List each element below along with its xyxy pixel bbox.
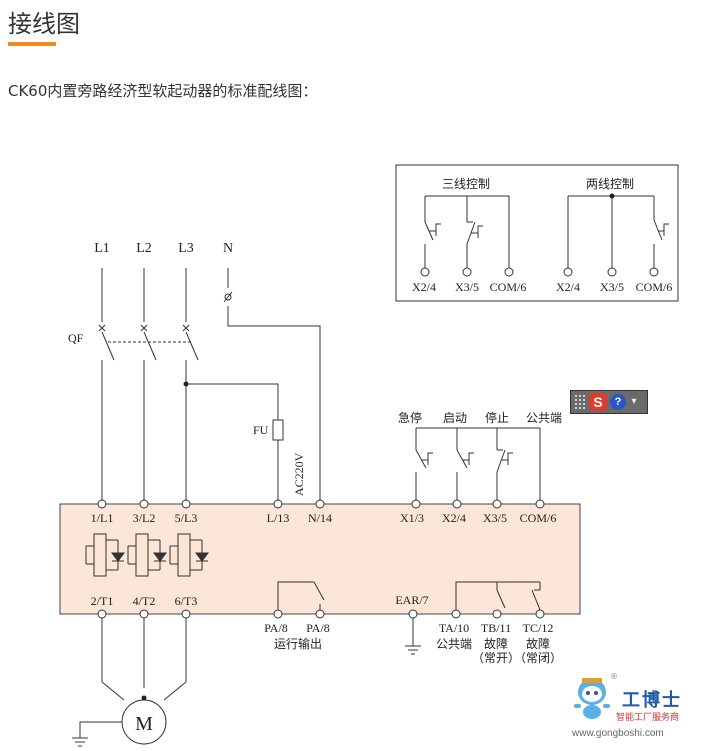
motor-label: M bbox=[135, 713, 153, 735]
terminal-x2-4: X2/4 bbox=[442, 511, 466, 525]
control-mode-inset bbox=[395, 164, 679, 302]
watermark-brand: 工博士 bbox=[622, 690, 682, 711]
two-wire-title: 两线控制 bbox=[586, 177, 634, 191]
terminal-pa8-a: PA/8 bbox=[264, 621, 288, 635]
sogou-s-icon[interactable]: S bbox=[589, 393, 607, 411]
supply-l2: L2 bbox=[136, 241, 152, 256]
terminal-ear-7: EAR/7 bbox=[395, 593, 428, 607]
terminal-1-l1: 1/L1 bbox=[91, 511, 114, 525]
terminal-n14: N/14 bbox=[308, 511, 332, 525]
terminal-x1-3: X1/3 bbox=[400, 511, 424, 525]
terminal-ta-10: TA/10 bbox=[439, 621, 469, 635]
watermark-slogan: 智能工厂服务商 bbox=[616, 713, 680, 723]
robot-mascot-icon bbox=[574, 678, 610, 719]
terminal-4-t2: 4/T2 bbox=[133, 594, 156, 608]
terminal-2-t1: 2/T1 bbox=[91, 594, 114, 608]
button-emergency-stop: 急停 bbox=[398, 410, 422, 425]
terminal-x3-5: X3/5 bbox=[483, 511, 507, 525]
inset-3w-terminal-3: COM/6 bbox=[490, 280, 527, 294]
button-start: 启动 bbox=[443, 411, 467, 425]
fault-common-label: 公共端 bbox=[436, 637, 472, 651]
drag-handle-icon[interactable] bbox=[574, 394, 586, 410]
three-wire-title: 三线控制 bbox=[442, 177, 490, 191]
page-subtitle: CK60内置旁路经济型软起动器的标准配线图： bbox=[8, 82, 318, 100]
terminal-6-t3: 6/T3 bbox=[175, 594, 198, 608]
ime-toolbar[interactable]: S ? ▾ bbox=[570, 390, 648, 414]
inset-2w-terminal-3: COM/6 bbox=[636, 280, 673, 294]
watermark-url: www.gongboshi.com bbox=[572, 728, 664, 739]
normally-closed-label: （常闭） bbox=[514, 651, 562, 665]
page-title: 接线图 bbox=[8, 10, 80, 38]
supply-l3: L3 bbox=[178, 241, 194, 256]
normally-open-label: （常开） bbox=[472, 651, 520, 665]
inset-3w-terminal-1: X2/4 bbox=[412, 280, 436, 294]
inset-2w-terminal-1: X2/4 bbox=[556, 280, 580, 294]
terminal-l13: L/13 bbox=[267, 511, 290, 525]
soft-starter-body bbox=[59, 503, 581, 615]
registered-mark: ® bbox=[610, 672, 618, 681]
supply-n: N bbox=[223, 241, 233, 256]
terminal-3-l2: 3/L2 bbox=[133, 511, 156, 525]
button-common: 公共端 bbox=[526, 411, 562, 425]
terminal-tb-11: TB/11 bbox=[481, 621, 511, 635]
fault-nc-label: 故障 bbox=[526, 636, 550, 651]
fault-no-label: 故障 bbox=[484, 636, 508, 651]
fuse-label: FU bbox=[253, 423, 269, 437]
terminal-tc-12: TC/12 bbox=[523, 621, 554, 635]
breaker-label: QF bbox=[68, 331, 84, 345]
control-voltage-label: AC220V bbox=[292, 452, 306, 496]
watermark-logo: 工博士 智能工厂服务商 www.gongboshi.com ® bbox=[566, 672, 698, 748]
button-stop: 停止 bbox=[485, 410, 509, 425]
terminal-com-6: COM/6 bbox=[520, 511, 557, 525]
run-output-label: 运行输出 bbox=[274, 636, 322, 651]
inset-3w-terminal-2: X3/5 bbox=[455, 280, 479, 294]
terminal-pa8-b: PA/8 bbox=[306, 621, 330, 635]
terminal-5-l3: 5/L3 bbox=[175, 511, 198, 525]
menu-dropdown-icon[interactable]: ▾ bbox=[631, 396, 637, 407]
title-underline bbox=[8, 42, 56, 46]
inset-2w-terminal-2: X3/5 bbox=[600, 280, 624, 294]
help-icon[interactable]: ? bbox=[610, 394, 626, 410]
supply-l1: L1 bbox=[94, 241, 110, 256]
